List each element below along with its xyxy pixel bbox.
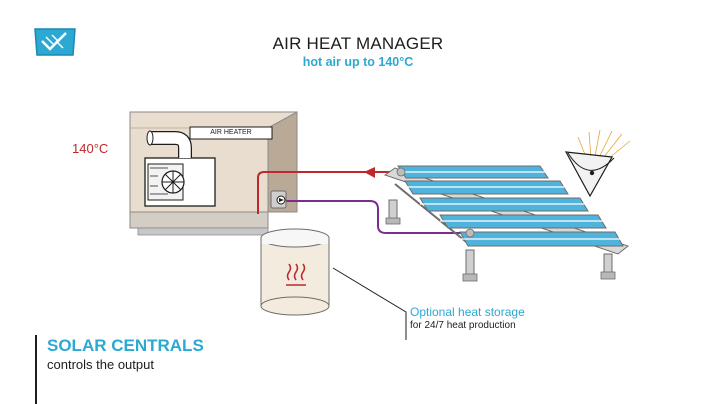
trough-detail [564,129,631,198]
storage-title: Optional heat storage [410,305,525,319]
hot-pipe [257,167,398,214]
fan-icon [161,170,185,194]
pump-icon [270,190,287,209]
air-heater [144,126,273,207]
storage-callout-line [332,267,407,340]
heat-waves-icon [286,263,306,286]
cold-pipe [282,200,470,234]
solar-collectors [383,165,630,282]
logo-icon[interactable] [33,27,77,57]
heat-storage-tank [260,228,330,316]
storage-subtitle: for 24/7 heat production [410,320,516,331]
page-title: AIR HEAT MANAGER [272,34,444,53]
temperature-label: 140°C [72,141,109,156]
page-subtitle: hot air up to 140°C [302,55,414,69]
side-divider [35,335,37,404]
side-title: SOLAR CENTRALS [47,336,204,355]
heater-label: AIR HEATER [210,129,252,136]
side-subtitle: controls the output [47,357,154,372]
